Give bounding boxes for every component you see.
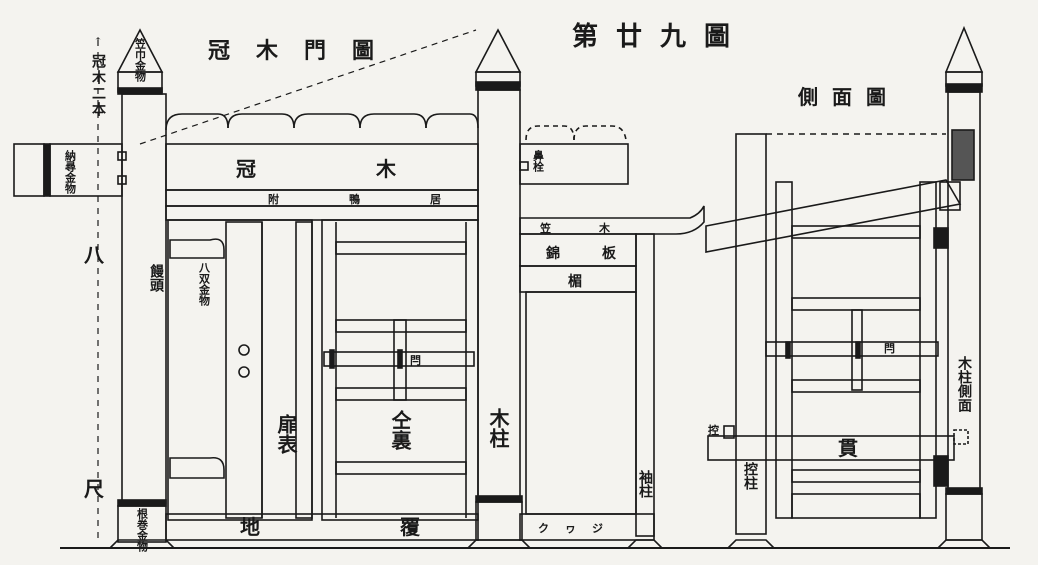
side-gate <box>519 205 705 549</box>
side-view-title: 側面圖 <box>797 85 900 109</box>
label-nouzuke: 納尋金物 <box>64 149 78 195</box>
label-kibashira: 木柱 <box>486 407 510 449</box>
label-manjukashira: 饅頭 <box>148 263 164 293</box>
label-shaku: 尺 <box>84 477 104 501</box>
label-kasagi: 笠木 <box>539 221 658 235</box>
left-main-post <box>108 28 176 549</box>
label-kabuki-dimension: 冠木二本 <box>90 54 107 118</box>
label-top-fitting: 笠巾金物 <box>134 37 148 83</box>
right-door-leaf <box>321 219 479 521</box>
label-hanasen: 鼻栓 <box>532 149 545 173</box>
label-kan: 閂 <box>410 354 421 367</box>
label-nishiki-ita: 錦板 <box>546 245 658 262</box>
label-root-fitting: 根巻金物 <box>136 507 150 553</box>
label-tsuke-kamoi: 附鴨居 <box>268 192 511 206</box>
label-kaburagi: 控柱 <box>742 461 758 490</box>
label-side-post: 木柱側面 <box>956 355 973 413</box>
label-nuki: 貫 <box>838 436 858 460</box>
dashed-guide <box>139 29 477 145</box>
label-sodebashira: 袖柱 <box>637 469 653 498</box>
label-hachi: 八 <box>84 243 105 267</box>
label-hachimonji: 八双金物 <box>198 262 212 307</box>
figure-number-title: 第廿九圖 <box>572 21 748 52</box>
label-tobira-ura: 仝裏 <box>388 409 412 451</box>
label-kan-side: 閂 <box>884 342 895 355</box>
dim-arrow-top: ↑ <box>93 35 103 49</box>
label-kuguri: クヮジ <box>538 522 619 535</box>
label-jifuku: 地覆 <box>240 515 560 539</box>
label-mabashira: 楣 <box>568 273 582 290</box>
front-view-title: 冠木門圖 <box>208 38 400 64</box>
kabuki-crossbeam <box>13 113 629 197</box>
label-kabuki: 冠木 <box>236 157 516 181</box>
label-tobira-omote: 扉表 <box>274 413 298 455</box>
side-view <box>705 25 992 549</box>
left-door-leaf <box>167 219 313 521</box>
label-hikae: 控 <box>708 423 719 437</box>
